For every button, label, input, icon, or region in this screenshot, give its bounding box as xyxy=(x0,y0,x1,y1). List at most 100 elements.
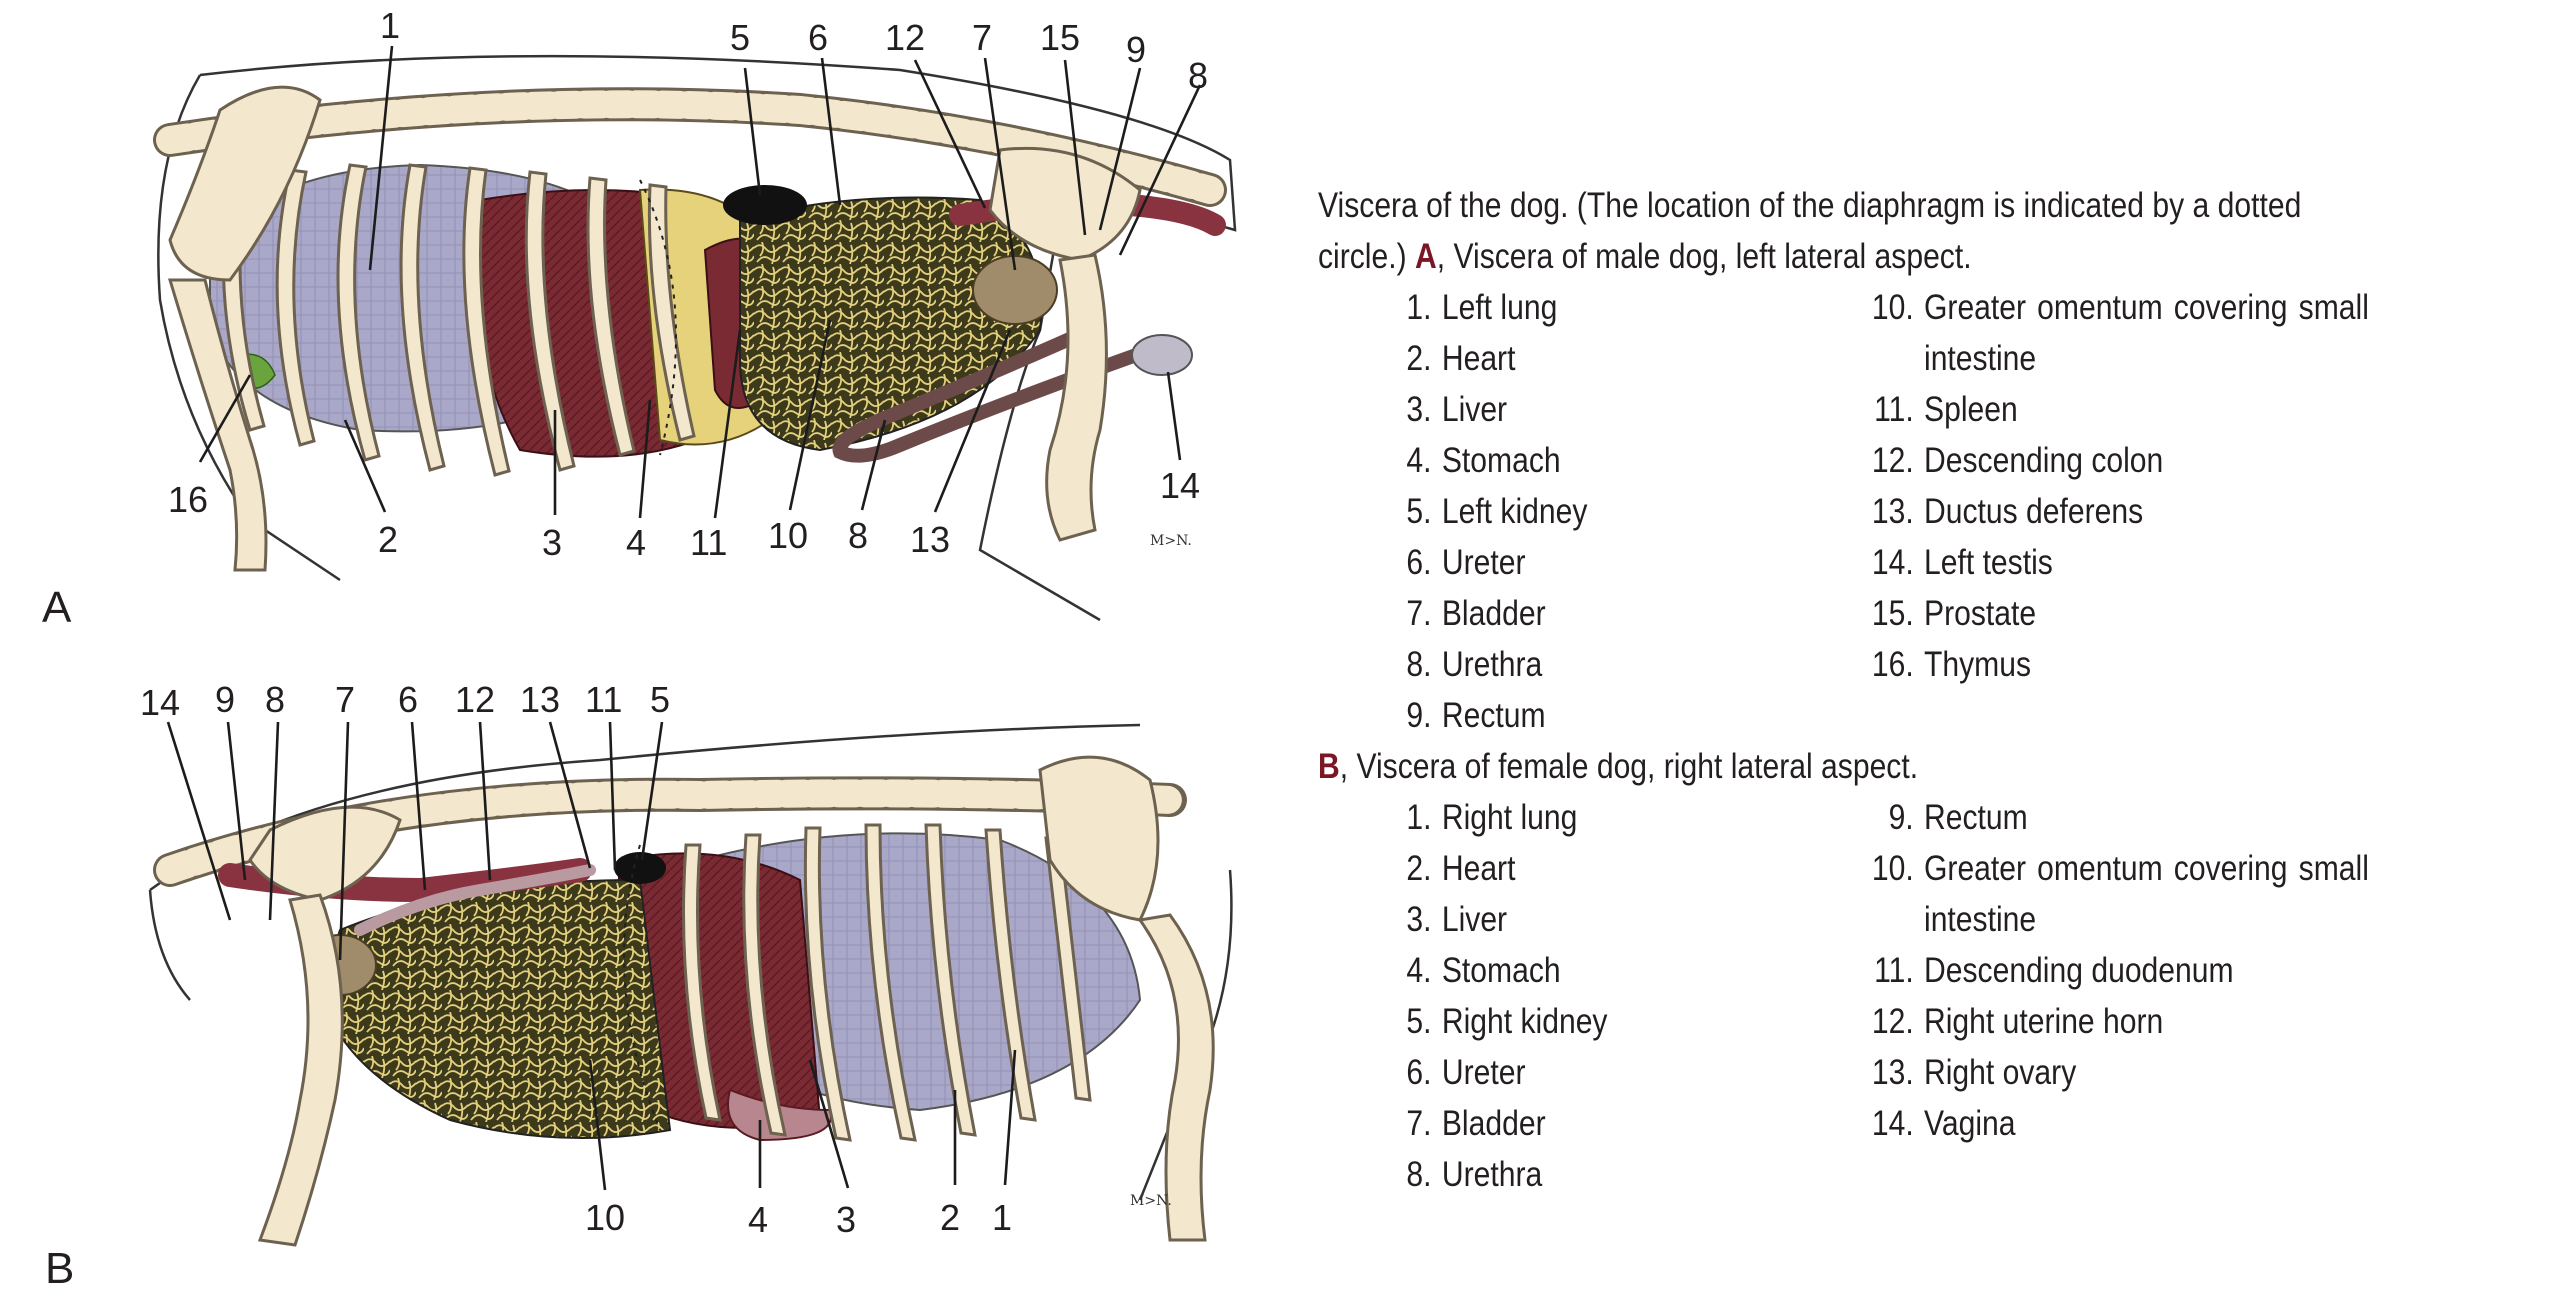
panel-b-label: 4 xyxy=(748,1199,768,1240)
list-item: 6.Ureter xyxy=(1406,1053,1526,1092)
list-item: 4.Stomach xyxy=(1406,951,1561,990)
list-item: 15.Prostate xyxy=(1871,594,2037,633)
caption-b-letter: B xyxy=(1318,747,1340,786)
panel-a-label: 7 xyxy=(972,17,992,58)
list-item: 5.Left kidney xyxy=(1406,492,1588,531)
panel-a-hindlimb xyxy=(1045,253,1108,542)
list-item: 1.Right lung xyxy=(1406,798,1578,837)
panel-a-letter: A xyxy=(42,583,72,632)
caption-b-title: , Viscera of female dog, right lateral a… xyxy=(1339,747,1919,786)
panel-b-artist-mark: M>N. xyxy=(1130,1193,1172,1209)
list-item: 8.Urethra xyxy=(1406,645,1543,684)
list-item: 9.Rectum xyxy=(1406,696,1546,735)
panel-a-label: 1 xyxy=(380,5,400,46)
panel-b-label: 8 xyxy=(265,679,285,720)
panel-a-label: 13 xyxy=(910,519,950,560)
list-item: 14.Left testis xyxy=(1871,543,2053,582)
panel-a-label: 8 xyxy=(1188,55,1208,96)
list-item: 3.Liver xyxy=(1406,900,1508,939)
caption-intro-text: Viscera of the dog. (The location of the… xyxy=(1318,186,2302,276)
panel-a-label: 14 xyxy=(1160,465,1200,506)
panel-a-bladder xyxy=(972,255,1058,325)
caption-b-list: 1.Right lung 2.Heart 3.Liver 4.Stomach 5… xyxy=(1389,792,2369,1200)
panel-a-label: 16 xyxy=(168,479,208,520)
list-item: 10.Greater omentum covering small intest… xyxy=(1871,288,2369,378)
list-item: 2.Heart xyxy=(1406,849,1516,888)
panel-a-artist-mark: M>N. xyxy=(1150,533,1192,549)
list-item: 12.Descending colon xyxy=(1871,441,2164,480)
panel-b-letter: B xyxy=(45,1244,74,1292)
viscera-illustrations: 1 5 6 12 7 15 9 8 16 2 3 4 11 10 8 13 14… xyxy=(42,5,1237,1292)
panel-b-illustration: 14 9 8 7 6 12 13 11 5 10 4 3 2 1 M>N. B xyxy=(45,679,1233,1292)
panel-a-label: 10 xyxy=(768,515,808,556)
panel-a-urethra xyxy=(832,323,1153,463)
list-item: 6.Ureter xyxy=(1406,543,1526,582)
caption-a-column-left: 1.Left lung 2.Heart 3.Liver 4.Stomach 5.… xyxy=(1389,282,1871,741)
list-item: 12.Right uterine horn xyxy=(1871,1002,2164,1041)
panel-a-number-labels: 1 5 6 12 7 15 9 8 16 2 3 4 11 10 8 13 14 xyxy=(168,5,1208,563)
panel-b-number-labels: 14 9 8 7 6 12 13 11 5 10 4 3 2 1 xyxy=(140,679,1012,1240)
panel-b-uterine-horn xyxy=(354,864,596,936)
panel-a-leader-lines xyxy=(198,45,1202,519)
panel-b-forelimb xyxy=(1137,913,1215,1242)
panel-a-label: 3 xyxy=(542,522,562,563)
panel-a-label: 6 xyxy=(808,17,828,58)
panel-b-ribs xyxy=(682,823,1092,1142)
caption-a-list: 1.Left lung 2.Heart 3.Liver 4.Stomach 5.… xyxy=(1389,282,2369,741)
figure-area: 1 5 6 12 7 15 9 8 16 2 3 4 11 10 8 13 14… xyxy=(42,5,1237,1292)
panel-a-label: 12 xyxy=(885,17,925,58)
panel-b-label: 11 xyxy=(585,679,622,720)
panel-a-scapula xyxy=(168,85,322,282)
caption-b-heading: B, Viscera of female dog, right lateral … xyxy=(1318,741,2369,792)
panel-a-label: 9 xyxy=(1126,29,1146,70)
list-item: 2.Heart xyxy=(1406,339,1516,378)
figure-caption: Viscera of the dog. (The location of the… xyxy=(1318,180,2369,1200)
panel-a-label: 8 xyxy=(848,515,868,556)
panel-b-label: 13 xyxy=(520,679,560,720)
list-item: 11.Descending duodenum xyxy=(1874,951,2234,990)
panel-b-label: 14 xyxy=(140,682,180,723)
panel-b-kidney xyxy=(614,852,666,884)
panel-b-label: 5 xyxy=(650,679,670,720)
panel-a-diaphragm xyxy=(639,179,677,456)
panel-b-label: 12 xyxy=(455,679,495,720)
panel-a-label: 15 xyxy=(1040,17,1080,58)
list-item: 16.Thymus xyxy=(1871,645,2032,684)
panel-b-leader-lines xyxy=(166,721,1017,1191)
list-item: 7.Bladder xyxy=(1406,594,1546,633)
list-item: 13.Ductus deferens xyxy=(1871,492,2144,531)
caption-a-title: , Viscera of male dog, left lateral aspe… xyxy=(1436,237,1972,276)
panel-b-label: 9 xyxy=(215,679,235,720)
panel-a-kidney xyxy=(723,185,807,225)
panel-a-label: 4 xyxy=(626,522,646,563)
list-item: 10.Greater omentum covering small intest… xyxy=(1871,849,2369,939)
list-item: 7.Bladder xyxy=(1406,1104,1546,1143)
caption-a-letter: A xyxy=(1415,237,1437,276)
list-item: 1.Left lung xyxy=(1406,288,1558,327)
list-item: 14.Vagina xyxy=(1871,1104,2016,1143)
panel-b-scapula xyxy=(1038,755,1160,922)
list-item: 9.Rectum xyxy=(1888,798,2028,837)
list-item: 8.Urethra xyxy=(1406,1155,1543,1194)
panel-b-label: 3 xyxy=(836,1199,856,1240)
list-item: 3.Liver xyxy=(1406,390,1508,429)
caption-intro: Viscera of the dog. (The location of the… xyxy=(1318,180,2369,282)
list-item: 13.Right ovary xyxy=(1871,1053,2077,1092)
panel-b-pelvis xyxy=(248,805,402,902)
panel-b-label: 1 xyxy=(992,1197,1012,1238)
panel-a-forelimb xyxy=(167,278,268,572)
caption-a-column-right: 10.Greater omentum covering small intest… xyxy=(1871,282,2369,741)
panel-b-label: 7 xyxy=(335,679,355,720)
panel-a-illustration: 1 5 6 12 7 15 9 8 16 2 3 4 11 10 8 13 14… xyxy=(42,5,1237,632)
panel-a-testis xyxy=(1131,334,1193,376)
list-item: 11.Spleen xyxy=(1874,390,2018,429)
caption-b-column-right: 9.Rectum 10.Greater omentum covering sma… xyxy=(1871,792,2369,1200)
panel-a-label: 5 xyxy=(730,17,750,58)
list-item: 4.Stomach xyxy=(1406,441,1561,480)
panel-a-label: 11 xyxy=(690,522,727,563)
caption-b-column-left: 1.Right lung 2.Heart 3.Liver 4.Stomach 5… xyxy=(1389,792,1871,1200)
panel-b-hindlimb xyxy=(257,893,344,1247)
panel-a-label: 2 xyxy=(378,519,398,560)
panel-a-pelvis xyxy=(988,146,1142,262)
panel-b-diaphragm xyxy=(623,844,661,1131)
